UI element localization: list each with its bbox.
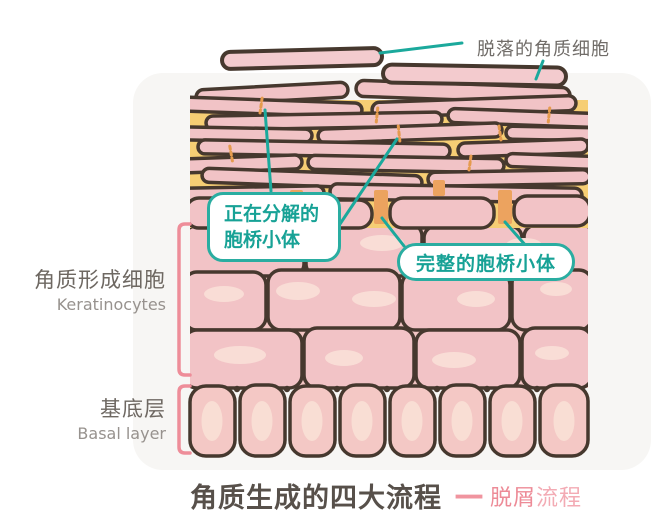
corneocyte-ribbons xyxy=(190,78,588,205)
callout-decomposing-line1: 正在分解的 xyxy=(224,203,320,225)
shed-corneocytes xyxy=(220,46,568,88)
leader-decomposing-2 xyxy=(338,137,399,226)
caption-title: 角质生成的四大流程 xyxy=(190,483,442,514)
shed-cells-label: 脱落的角质细胞 xyxy=(477,39,610,60)
basal-layer-bracket xyxy=(177,384,192,455)
leader-intact-1 xyxy=(380,216,406,248)
keratinocytes-label-group: 角质形成细胞 Keratinocytes xyxy=(26,268,166,315)
basal-layer-label-zh: 基底层 xyxy=(100,397,166,421)
basal-layer-label-group: 基底层 Basal layer xyxy=(26,397,166,444)
leader-shed-cell-2 xyxy=(534,59,545,81)
keratinocytes-bracket xyxy=(177,222,192,377)
decomposing-desmosome-fragments xyxy=(228,96,552,172)
callout-decomposing-desmosomes: 正在分解的 胞桥小体 xyxy=(207,192,341,262)
stratum-corneum-layer xyxy=(190,78,588,230)
legend-dash: — xyxy=(454,478,484,513)
callout-intact-label: 完整的胞桥小体 xyxy=(415,252,556,275)
layer-brackets xyxy=(177,222,192,455)
callout-intact-desmosomes: 完整的胞桥小体 xyxy=(397,243,575,281)
keratinocytes-label-zh: 角质形成细胞 xyxy=(34,268,166,292)
caption: 角质生成的四大流程 — 脱屑 流程 xyxy=(190,476,660,515)
leader-shed-cell-1 xyxy=(378,41,464,55)
basal-layer-label-en: Basal layer xyxy=(77,424,166,444)
legend-label-part2: 流程 xyxy=(536,485,583,511)
leader-lines xyxy=(263,41,545,249)
basal-layer xyxy=(188,383,590,458)
callout-decomposing-line2: 胞桥小体 xyxy=(224,229,301,251)
cell-highlights xyxy=(204,235,572,368)
leader-decomposing-1 xyxy=(263,108,273,193)
legend-label-part1: 脱屑 xyxy=(490,485,537,511)
keratinocytes-label-en: Keratinocytes xyxy=(56,295,166,315)
basal-cell-nuclei xyxy=(201,401,575,441)
leader-intact-2 xyxy=(503,220,529,249)
cell-junction-dots xyxy=(233,385,541,393)
